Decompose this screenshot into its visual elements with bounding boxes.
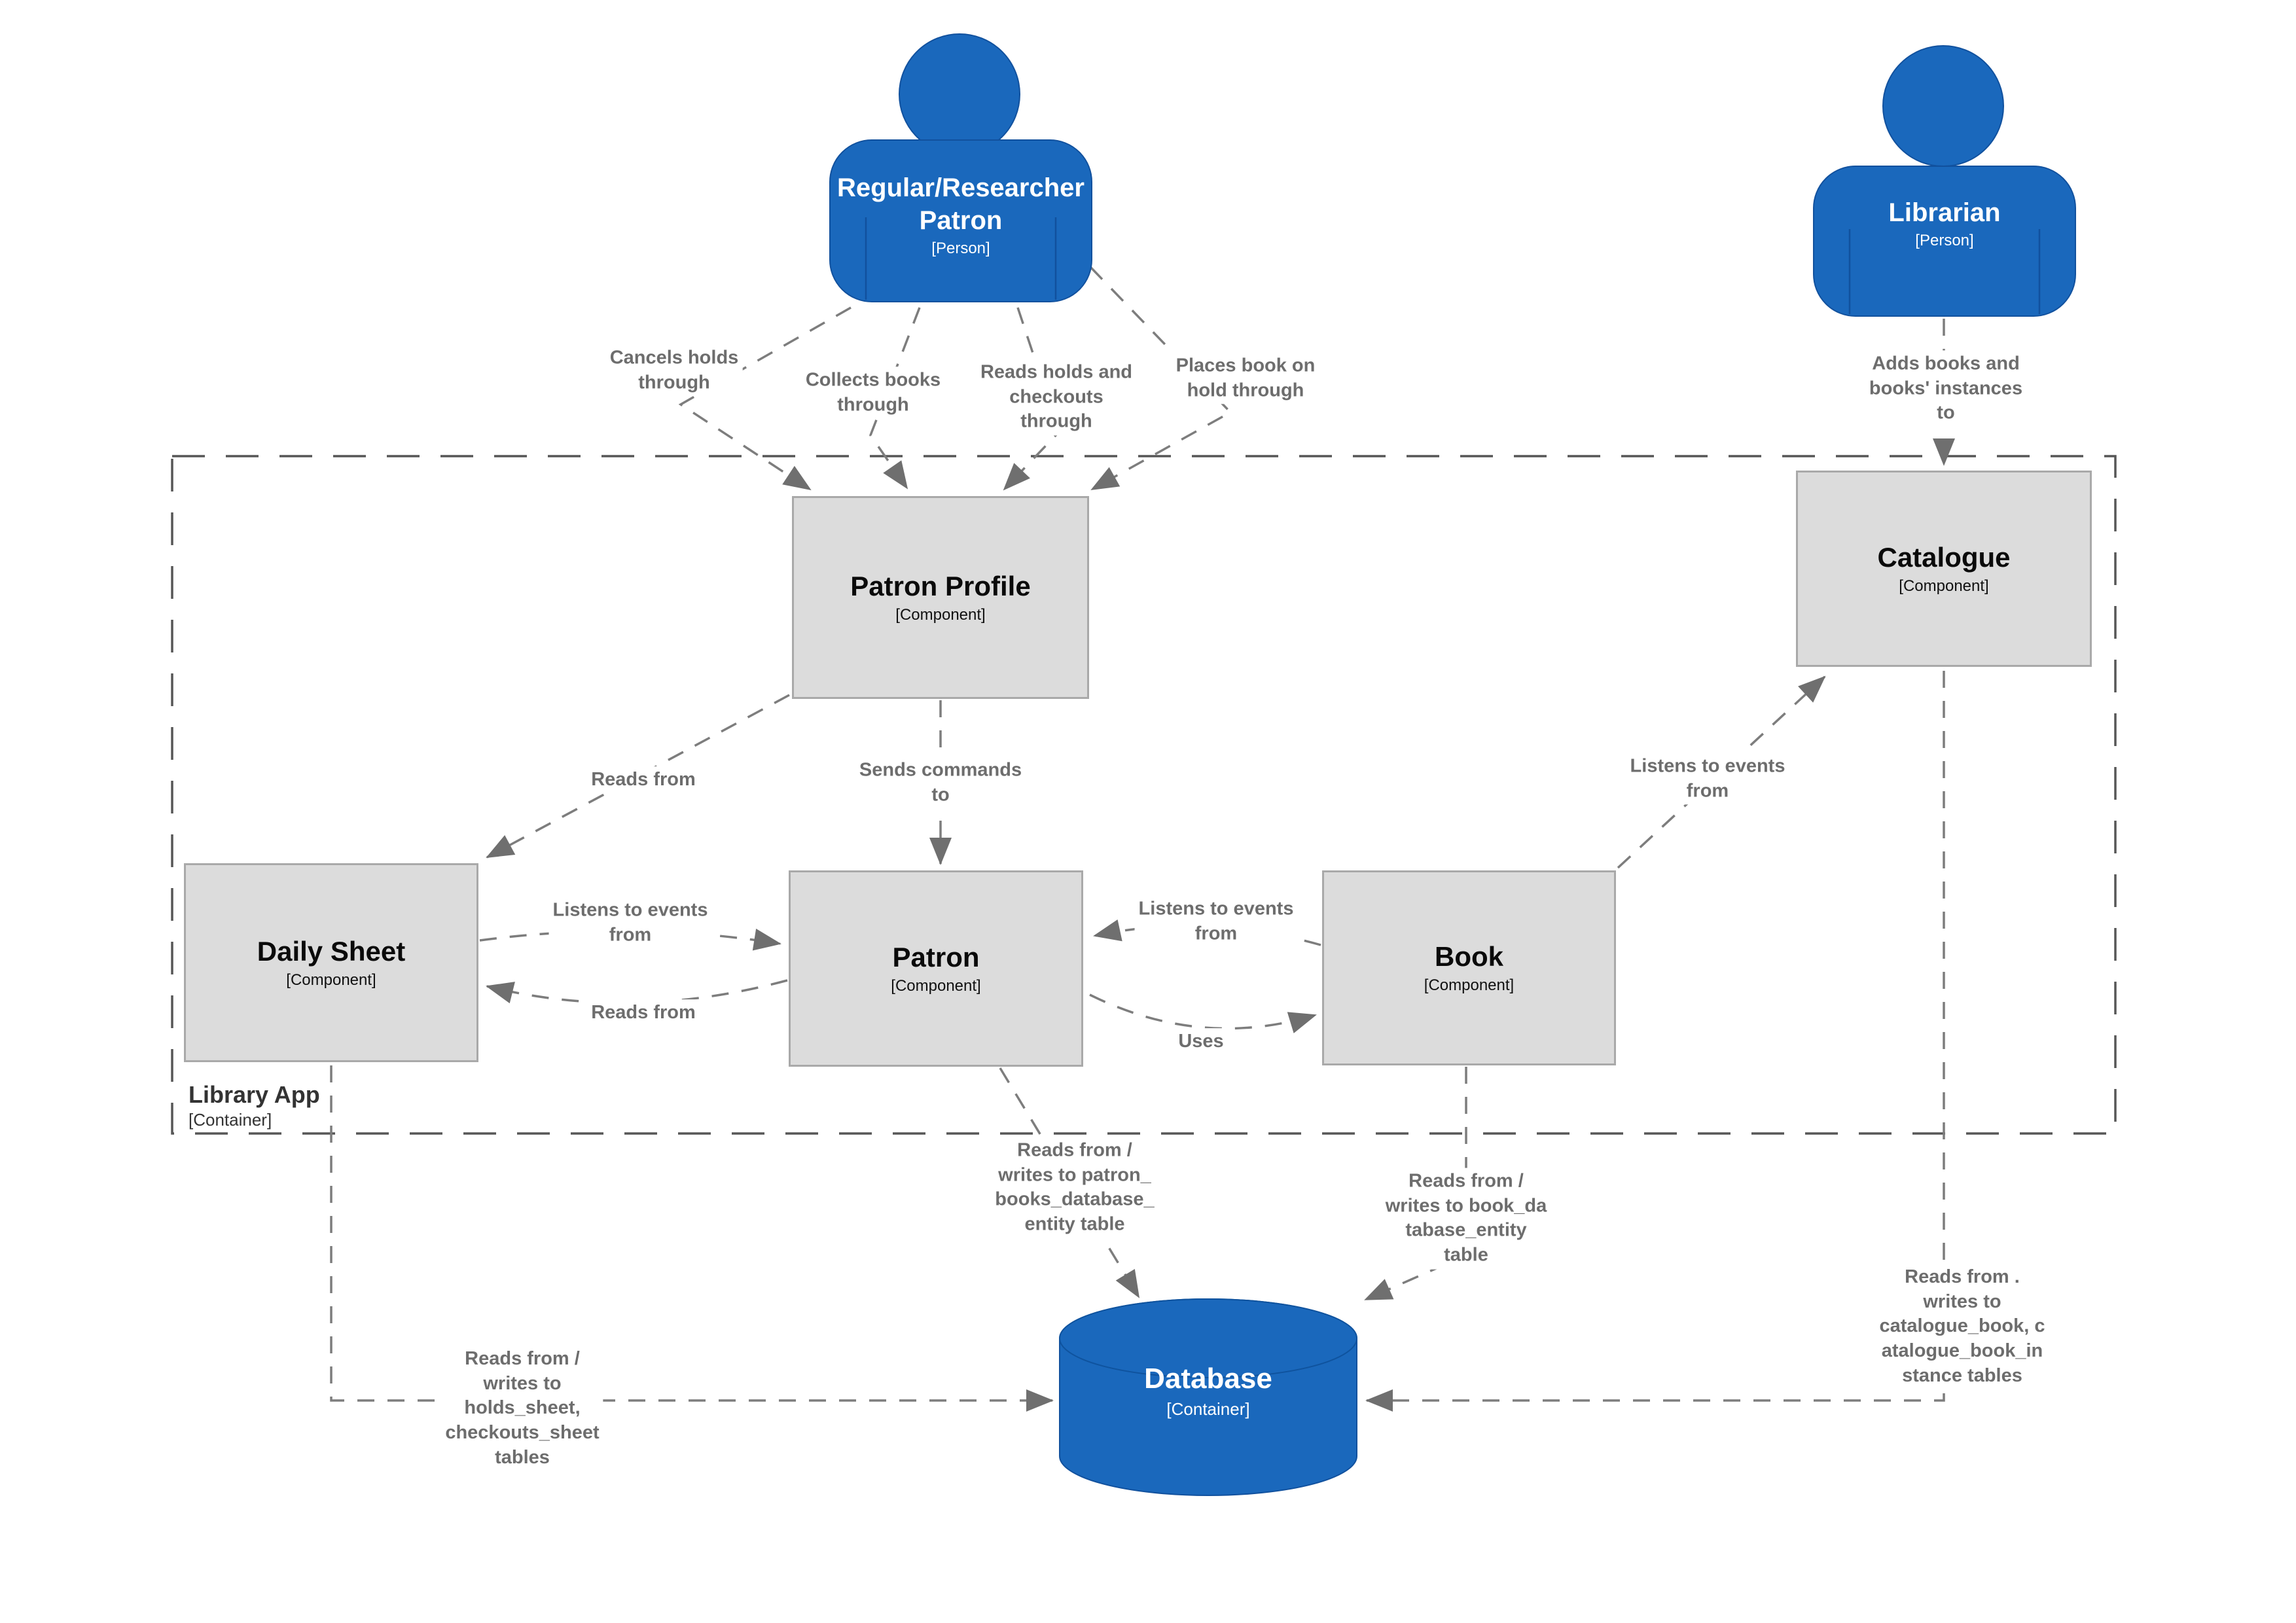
node-book-title: Book xyxy=(1435,940,1503,972)
librarian-person-body-icon xyxy=(1813,166,2076,317)
edge-label-places-book: Places book on hold through xyxy=(1172,352,1319,404)
edge-label-rw-book-table: Reads from / writes to book_da tabase_en… xyxy=(1381,1168,1551,1270)
node-daily-sheet-type: [Component] xyxy=(286,971,376,990)
edge-catalogue-listens-book xyxy=(1617,675,1826,869)
edge-label-rw-holds-tables: Reads from / writes to holds_sheet, chec… xyxy=(441,1345,603,1472)
node-patron-profile: Patron Profile [Component] xyxy=(792,496,1089,699)
edge-patron-profile-reads-daily-sheet xyxy=(486,694,790,859)
edge-label-listens-daily-patron: Listens to events from xyxy=(548,897,712,949)
library-app-boundary-type: [Container] xyxy=(188,1110,272,1130)
node-book: Book [Component] xyxy=(1322,870,1616,1065)
node-catalogue-title: Catalogue xyxy=(1877,541,2011,573)
node-patron: Patron [Component] xyxy=(789,870,1083,1067)
edge-label-adds-books: Adds books and books' instances to xyxy=(1865,350,2027,427)
edge-label-listens-patron-book: Listens to events from xyxy=(1134,895,1298,948)
edge-daily-sheet-db xyxy=(330,1065,1054,1412)
edge-patron-collects-books xyxy=(869,307,921,490)
edge-label-cancels-holds: Cancels holds through xyxy=(605,344,743,397)
edge-label-rw-patron-table: Reads from / writes to patron_ books_dat… xyxy=(991,1137,1158,1239)
database-cylinder-icon xyxy=(1059,1298,1357,1496)
edge-label-reads-from-daily-patron: Reads from xyxy=(587,999,700,1027)
librarian-person-figure xyxy=(1813,45,2076,317)
library-app-boundary-label: Library App [Container] xyxy=(188,1081,320,1130)
node-daily-sheet-title: Daily Sheet xyxy=(257,935,406,967)
edge-label-listens-catalogue: Listens to events from xyxy=(1626,753,1789,805)
patron-person-figure xyxy=(829,33,1092,302)
node-patron-profile-title: Patron Profile xyxy=(850,570,1031,601)
librarian-person-head-icon xyxy=(1882,45,2004,167)
edge-label-reads-from-profile-daily: Reads from xyxy=(587,766,700,794)
node-patron-profile-type: [Component] xyxy=(895,606,986,624)
node-catalogue: Catalogue [Component] xyxy=(1796,471,2092,667)
edge-patron-cancels-holds xyxy=(678,306,852,491)
patron-person-head-icon xyxy=(899,33,1020,155)
edge-patron-places-book xyxy=(1089,266,1232,491)
node-patron-title: Patron xyxy=(892,941,980,972)
node-patron-type: [Component] xyxy=(891,977,981,995)
library-app-boundary-title: Library App xyxy=(188,1081,320,1108)
node-book-type: [Component] xyxy=(1424,976,1515,995)
patron-person-body-icon xyxy=(829,139,1092,302)
library-app-boundary xyxy=(171,455,2117,1135)
edge-label-uses: Uses xyxy=(1174,1028,1228,1056)
node-catalogue-type: [Component] xyxy=(1899,577,1989,596)
node-daily-sheet: Daily Sheet [Component] xyxy=(184,863,478,1062)
edge-label-collects-books: Collects books through xyxy=(801,366,945,419)
edge-patron-uses-book xyxy=(1089,993,1317,1033)
edge-label-reads-holds: Reads holds and checkouts through xyxy=(976,359,1137,436)
edge-label-sends-commands: Sends commands to xyxy=(855,757,1026,809)
edge-label-rw-catalogue-tables: Reads from . writes to catalogue_book, c… xyxy=(1875,1263,2049,1390)
edge-catalogue-db xyxy=(1365,671,1945,1412)
